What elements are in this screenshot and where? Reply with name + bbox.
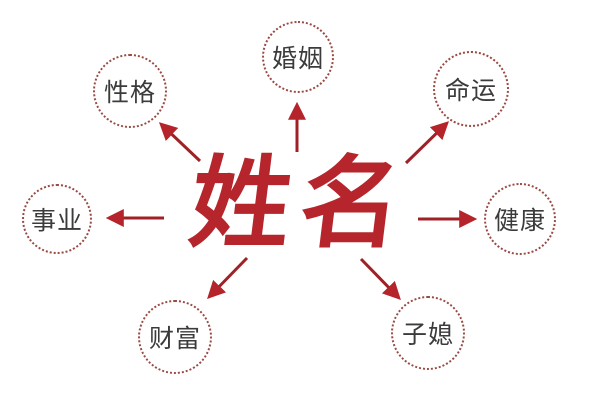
arrow-to-children	[359, 257, 401, 301]
node-health-label: 健康	[493, 206, 546, 235]
center-title: 姓名	[183, 144, 419, 262]
node-health: 健康	[484, 183, 556, 255]
node-career-label: 事业	[30, 206, 83, 235]
node-wealth: 财富	[138, 300, 212, 374]
node-marriage-label: 婚姻	[271, 44, 324, 73]
arrow-to-wealth	[207, 256, 249, 300]
node-wealth-label: 财富	[148, 324, 201, 353]
node-children: 子媳	[391, 296, 465, 370]
node-personality: 性格	[93, 54, 167, 128]
node-career: 事业	[22, 184, 92, 254]
node-children-label: 子媳	[401, 320, 454, 349]
node-destiny: 命运	[433, 51, 509, 127]
node-marriage: 婚姻	[262, 21, 334, 93]
node-personality-label: 性格	[103, 78, 156, 107]
node-destiny-label: 命运	[444, 76, 497, 105]
